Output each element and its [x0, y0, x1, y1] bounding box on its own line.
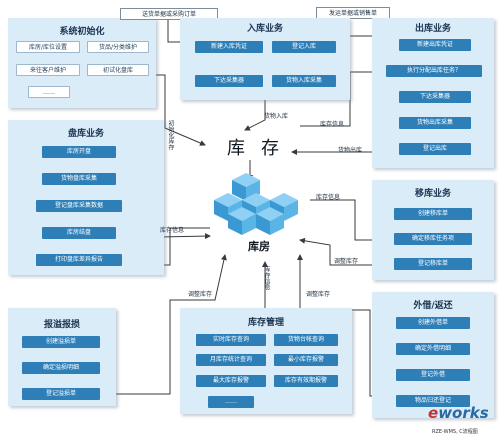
flow-label-inv-info-2: 库存信息	[160, 227, 185, 234]
image-credit: RZE-WMS, C流程图	[432, 429, 478, 435]
system-init-title: 系统初始化	[59, 27, 105, 37]
flow-label-inv-info-1: 库存信息	[320, 121, 345, 128]
inbound-goods-collect-button[interactable]: 货物入库采集	[272, 75, 336, 87]
receive-note: 送货单据或采购订单	[120, 8, 218, 20]
flow-label-goods-in: 货物入库	[264, 113, 289, 120]
transfer-confirm-task-button[interactable]: 确定移库任务项	[394, 233, 472, 245]
arrow-damage-warehouse	[115, 254, 227, 395]
system-init-item-more: ……	[28, 86, 70, 98]
damage-create-button[interactable]: 创建溢损单	[22, 336, 100, 348]
damage-title: 报溢报损	[43, 320, 80, 330]
arrow-kucun-outbound	[300, 69, 383, 127]
lending-confirm-detail-button[interactable]: 确定外借明细	[396, 343, 470, 355]
transfer-register-button[interactable]: 登记移库单	[394, 258, 472, 270]
mgmt-monthly-stat-button[interactable]: 月库存统计查询	[196, 354, 266, 366]
warehouse-title: 库房	[248, 240, 270, 253]
lending-panel: 外借/返还 创建外借单 确定外借明细 登记外借 物品归还登记	[372, 292, 494, 418]
stocktake-diff-report-button[interactable]: 打印盘库差异报告	[36, 254, 122, 266]
mgmt-max-alarm-button[interactable]: 最大库存报警	[196, 375, 266, 387]
stocktake-collect-button[interactable]: 货物盘库采集	[42, 173, 116, 185]
damage-panel: 报溢报损 创建溢损单 确定溢损明细 登记溢损单	[8, 308, 116, 406]
flow-label-adjust-3: 调整库存	[306, 291, 331, 298]
flow-label-adjust-2: 调整库存	[188, 291, 213, 298]
inventory-mgmt-title: 库存管理	[247, 318, 284, 328]
mgmt-min-alarm-button[interactable]: 最小库存报警	[274, 354, 338, 366]
outbound-new-voucher-button[interactable]: 新建出库凭证	[399, 39, 471, 51]
mgmt-expiry-alarm-button[interactable]: 库存有效期报警	[274, 375, 338, 387]
stocktake-register-data-button[interactable]: 登记盘库采集数据	[36, 200, 122, 212]
eworks-logo-e: e	[428, 404, 439, 422]
damage-register-button[interactable]: 登记溢损单	[22, 388, 100, 400]
system-init-item-warehouse-setup[interactable]: 库房/库位设置	[16, 41, 80, 53]
outbound-goods-collect-button[interactable]: 货物出库采集	[399, 117, 471, 129]
system-init-item-goods-category[interactable]: 货品/分类维护	[87, 41, 149, 53]
outbound-assign-task-button[interactable]: 执行分配出库任务？	[386, 65, 482, 77]
stocktake-open-button[interactable]: 库房开盘	[42, 146, 116, 158]
transfer-create-button[interactable]: 创建移库单	[394, 208, 472, 220]
inbound-panel: 入库业务 新建入库凭证 登记入库 下达采集器 货物入库采集	[180, 18, 350, 100]
arrow-warehouse-transfer	[310, 199, 381, 243]
flow-label-inv-info-4: 库存信息	[263, 266, 270, 290]
flow-label-inv-info-3: 库存信息	[316, 194, 341, 201]
arrow-init-kucun	[155, 74, 206, 146]
outbound-title: 出库业务	[414, 24, 451, 34]
mgmt-more-button: ……	[208, 396, 254, 408]
system-init-panel: 系统初始化 库房/库位设置 货品/分类维护 来往客户维护 初试化盘库 ……	[8, 18, 156, 108]
mgmt-ledger-query-button[interactable]: 货物台帐查询	[274, 334, 338, 346]
eworks-logo: eworks	[428, 404, 489, 422]
outbound-register-button[interactable]: 登记出库	[399, 143, 471, 155]
outbound-panel: 出库业务 新建出库凭证 执行分配出库任务？ 下达采集器 货物出库采集 登记出库	[372, 18, 494, 168]
damage-confirm-detail-button[interactable]: 确定溢损明细	[22, 362, 100, 374]
transfer-panel: 移库业务 创建移库单 确定移库任务项 登记移库单	[372, 180, 494, 280]
mgmt-realtime-query-button[interactable]: 实时库存查询	[196, 334, 266, 346]
inbound-new-voucher-button[interactable]: 新建入库凭证	[195, 41, 263, 53]
inbound-dispatch-collector-button[interactable]: 下达采集器	[195, 75, 263, 87]
inbound-register-button[interactable]: 登记入库	[272, 41, 336, 53]
arrow-inbound-kucun	[244, 100, 266, 131]
system-init-item-init-stocktake[interactable]: 初试化盘库	[87, 64, 149, 76]
stocktake-title: 盘库业务	[67, 129, 104, 139]
flow-label-init-inventory: 初始化库存	[167, 120, 174, 150]
arrow-transfer-warehouse	[299, 237, 395, 266]
inventory-mgmt-panel: 库存管理 实时库存查询 货物台帐查询 月库存统计查询 最小库存报警 最大库存报警…	[180, 308, 352, 414]
flow-label-goods-out: 货物出库	[338, 147, 363, 154]
system-init-item-customer[interactable]: 来往客户维护	[16, 64, 80, 76]
transfer-title: 移库业务	[414, 189, 451, 199]
outbound-dispatch-collector-button[interactable]: 下达采集器	[399, 91, 471, 103]
lending-return-register-button[interactable]: 物品归还登记	[396, 395, 470, 407]
stocktake-close-button[interactable]: 库房结盘	[42, 227, 116, 239]
eworks-logo-works: works	[438, 404, 489, 422]
inbound-title: 入库业务	[246, 24, 283, 34]
lending-register-button[interactable]: 登记外借	[396, 369, 470, 381]
inventory-title: 库存	[227, 138, 295, 159]
lending-title: 外借/返还	[413, 301, 453, 311]
lending-create-button[interactable]: 创建外借单	[396, 317, 470, 329]
ship-note: 发运单据或销售单	[316, 7, 390, 19]
flow-label-adjust-1: 调整库存	[334, 258, 359, 265]
stocktake-panel: 盘库业务 库房开盘 货物盘库采集 登记盘库采集数据 库房结盘 打印盘库差异报告	[8, 120, 164, 275]
